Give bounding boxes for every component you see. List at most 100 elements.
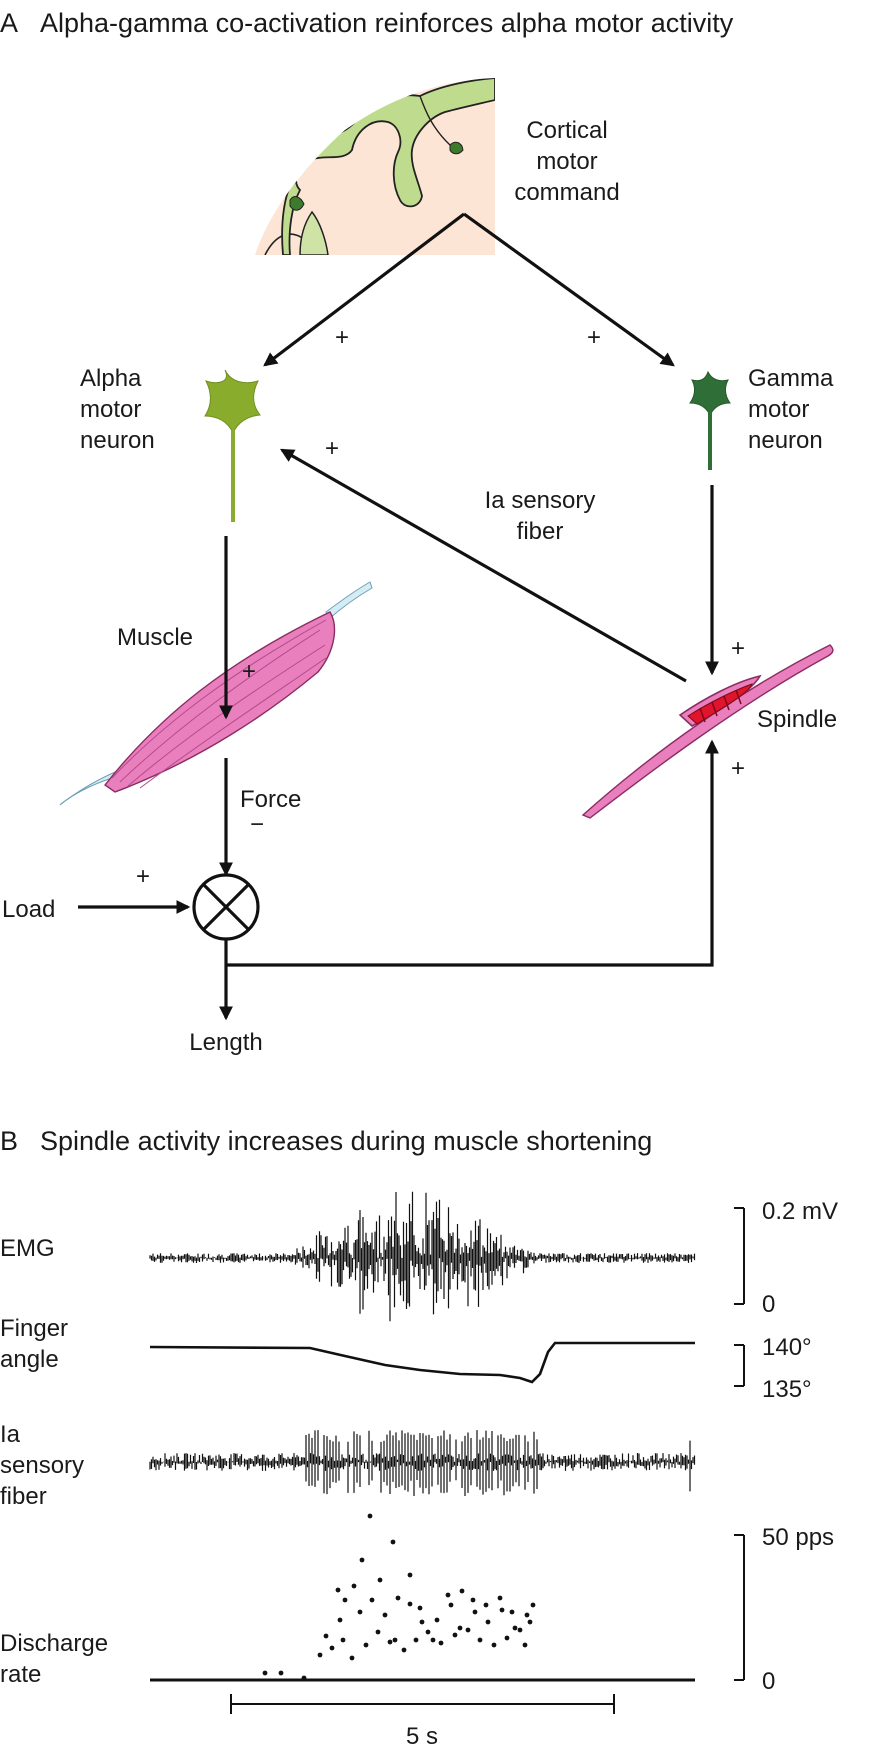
rate-dot bbox=[401, 1647, 407, 1653]
gamma-label-1: Gamma bbox=[748, 365, 834, 392]
angle-scale-bottom: 135° bbox=[762, 1376, 812, 1403]
rate-dot bbox=[524, 1612, 530, 1618]
cortex-inner-line bbox=[419, 95, 451, 146]
rate-dot bbox=[375, 1629, 381, 1635]
rate-label-1: Discharge bbox=[0, 1630, 108, 1657]
alpha-label-1: Alpha bbox=[80, 365, 142, 392]
rate-dot bbox=[470, 1597, 476, 1603]
rate-dot bbox=[417, 1605, 423, 1611]
rate-dot bbox=[457, 1625, 463, 1631]
rate-scale-top: 50 pps bbox=[762, 1524, 834, 1551]
rate-dot bbox=[382, 1612, 388, 1618]
rate-label-2: rate bbox=[0, 1661, 41, 1688]
ia-label-1: Ia sensory bbox=[485, 487, 596, 514]
rate-scale-bar bbox=[734, 1534, 745, 1681]
rate-dot bbox=[530, 1602, 536, 1608]
panel-a-title: Alpha-gamma co-activation reinforces alp… bbox=[40, 8, 734, 38]
rate-dot bbox=[465, 1627, 471, 1633]
gamma-label-3: neuron bbox=[748, 427, 823, 454]
rate-dot bbox=[262, 1670, 268, 1676]
rate-dot bbox=[472, 1609, 478, 1615]
rate-dot bbox=[504, 1635, 510, 1641]
rate-dot bbox=[512, 1625, 518, 1631]
cortex-deep-gyrus bbox=[299, 210, 329, 255]
rate-dot bbox=[395, 1595, 401, 1601]
rate-dot bbox=[497, 1595, 503, 1601]
time-scale-bar bbox=[230, 1694, 615, 1714]
rate-dot bbox=[369, 1597, 375, 1603]
cortex-label-1: Cortical bbox=[526, 117, 607, 144]
muscle-illustration bbox=[59, 581, 373, 806]
arrow-ia-to-alpha bbox=[279, 448, 687, 683]
rate-dot bbox=[390, 1539, 396, 1545]
rate-dot bbox=[491, 1642, 497, 1648]
emg-scale-bottom: 0 bbox=[762, 1291, 775, 1318]
rate-dot bbox=[434, 1617, 440, 1623]
rate-dot bbox=[329, 1645, 335, 1651]
rate-dot bbox=[367, 1513, 373, 1519]
panel-b-letter: B bbox=[0, 1126, 18, 1156]
arrow-length-to-spindle bbox=[226, 739, 719, 967]
sign-gamma-spindle: + bbox=[731, 635, 745, 662]
rate-dot bbox=[430, 1637, 436, 1643]
finger-label-1: Finger bbox=[0, 1315, 68, 1342]
rate-dot bbox=[349, 1655, 355, 1661]
spindle-intrafusal bbox=[687, 683, 753, 725]
rate-dot bbox=[407, 1572, 413, 1578]
rate-dot bbox=[317, 1652, 323, 1658]
gamma-label-2: motor bbox=[748, 396, 809, 423]
rate-scale-bottom: 0 bbox=[762, 1668, 775, 1695]
rate-dot bbox=[425, 1629, 431, 1635]
sign-length-spindle: + bbox=[731, 755, 745, 782]
cortex-dark-region bbox=[289, 196, 305, 211]
cortex-label-3: command bbox=[514, 179, 619, 206]
emg-label: EMG bbox=[0, 1235, 55, 1262]
rate-dot bbox=[342, 1597, 348, 1603]
arrow-cortex-to-gamma bbox=[463, 212, 675, 367]
rate-dot bbox=[509, 1609, 515, 1615]
sign-ia-alpha: + bbox=[325, 435, 339, 462]
rate-dot bbox=[357, 1609, 363, 1615]
rate-dot bbox=[485, 1619, 491, 1625]
panel-a: A Alpha-gamma co-activation reinforces a… bbox=[0, 8, 837, 1056]
force-label: Force bbox=[240, 786, 301, 813]
ia-fiber-trace bbox=[149, 1430, 696, 1496]
sign-force: − bbox=[250, 811, 264, 838]
rate-dot bbox=[483, 1602, 489, 1608]
cortex-illustration bbox=[255, 78, 495, 255]
ia-fiber-label-2: sensory bbox=[0, 1452, 84, 1479]
rate-dot bbox=[335, 1587, 341, 1593]
cortex-label-2: motor bbox=[536, 148, 597, 175]
panel-a-letter: A bbox=[0, 8, 18, 38]
rate-dot bbox=[351, 1583, 357, 1589]
summing-junction-icon bbox=[192, 873, 260, 941]
rate-dot bbox=[387, 1639, 393, 1645]
rate-dot bbox=[301, 1675, 307, 1681]
panel-b: B Spindle activity increases during musc… bbox=[0, 1126, 838, 1750]
rate-dot bbox=[438, 1640, 444, 1646]
alpha-label-3: neuron bbox=[80, 427, 155, 454]
sign-alpha-muscle: + bbox=[242, 658, 256, 685]
angle-scale-bar bbox=[734, 1344, 745, 1387]
rate-dot bbox=[499, 1607, 505, 1613]
alpha-label-2: motor bbox=[80, 396, 141, 423]
spindle-label: Spindle bbox=[757, 706, 837, 733]
sign-cortex-gamma: + bbox=[587, 324, 601, 351]
spindle-illustration bbox=[581, 644, 834, 819]
finger-angle-trace bbox=[149, 1341, 695, 1384]
rate-dot bbox=[413, 1637, 419, 1643]
finger-label-2: angle bbox=[0, 1346, 59, 1373]
rate-dot bbox=[527, 1619, 533, 1625]
ia-fiber-label-3: fiber bbox=[0, 1483, 47, 1510]
rate-dot bbox=[359, 1557, 365, 1563]
rate-dot bbox=[278, 1670, 284, 1676]
emg-trace bbox=[149, 1191, 696, 1322]
rate-dot bbox=[363, 1642, 369, 1648]
rate-dot bbox=[477, 1637, 483, 1643]
rate-dot bbox=[448, 1602, 454, 1608]
rate-dot bbox=[517, 1627, 523, 1633]
ia-fiber-label-1: Ia bbox=[0, 1421, 21, 1448]
sign-load: + bbox=[136, 863, 150, 890]
rate-dot bbox=[337, 1617, 343, 1623]
